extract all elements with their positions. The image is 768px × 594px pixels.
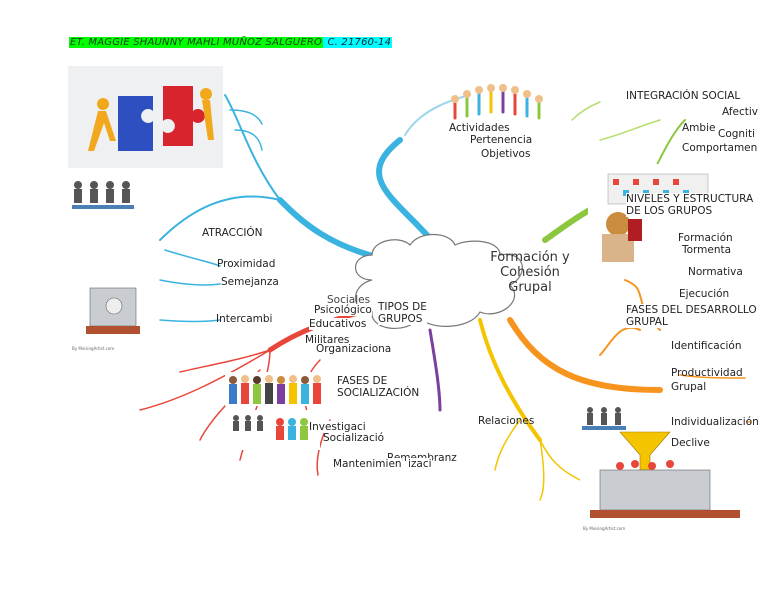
node-fases-des-line-1: FASES DEL DESARROLLO <box>626 304 757 316</box>
node-productividad: Productividad <box>671 367 743 379</box>
image-credit-right: By MvisingArtist.com <box>583 526 626 531</box>
node-sociales: Sociales <box>327 294 371 306</box>
node-actividades: Actividades <box>449 122 510 134</box>
node-normativa: Normativa <box>688 266 743 278</box>
node-cognitiva: Cogniti <box>718 128 756 140</box>
node-intercambio: Intercambi <box>216 313 273 325</box>
central-topic: Formación y Cohesión Grupal <box>480 250 580 295</box>
node-tipos-de-grupos: TIPOS DE GRUPOS <box>378 301 427 325</box>
branch-purple <box>428 328 442 412</box>
node-niveles-line-2: DE LOS GRUPOS <box>626 205 713 217</box>
node-niveles-line-1: NIVELES Y ESTRUCTURA <box>626 193 754 205</box>
node-semejanza: Semejanza <box>221 276 279 288</box>
node-integracion-social: INTEGRACIÓN SOCIAL <box>626 90 741 102</box>
branch-orange <box>507 317 663 393</box>
node-organizacional: Organizaciona <box>316 343 392 355</box>
node-tipos-line-2: GRUPOS <box>378 313 423 325</box>
node-fases-soc-line-1: FASES DE <box>337 375 388 387</box>
node-comportamental: Comportamen <box>682 142 758 154</box>
puzzle-figures-image <box>68 66 223 168</box>
node-formacion: Formación <box>678 232 733 244</box>
node-fases-socializacion: FASES DE SOCIALIZACIÓN <box>337 375 420 399</box>
node-productividad-grupal: Grupal <box>671 381 707 393</box>
node-declive: Declive <box>671 437 710 449</box>
central-topic-line-3: Grupal <box>508 280 552 295</box>
branch-yellow <box>478 318 542 442</box>
node-fases-soc-line-2: SOCIALIZACIÓN <box>337 387 420 399</box>
image-credit-left: By MvisingArtist.com <box>72 346 115 351</box>
central-topic-line-2: Cohesión <box>500 265 560 280</box>
node-educativos: Educativos <box>309 318 367 330</box>
crowd-image <box>225 372 327 406</box>
node-ejecucion: Ejecución <box>679 288 730 300</box>
node-niveles-estructura: NIVELES Y ESTRUCTURA DE LOS GRUPOS <box>626 193 754 217</box>
title-author: ET. MAGGIE SHAUNNY MAHLI MUÑOZ SALGUERO <box>69 37 324 48</box>
page-title: ET. MAGGIE SHAUNNY MAHLI MUÑOZ SALGUERO … <box>69 36 393 50</box>
node-tipos-line-1: TIPOS DE <box>378 301 427 313</box>
funnel-machine-image <box>580 400 746 528</box>
central-topic-line-1: Formación y <box>490 250 570 265</box>
puzzle-machine-image <box>86 268 140 338</box>
node-pertenencia: Pertenencia <box>470 134 533 146</box>
children-circle-image <box>451 84 543 120</box>
people-figures-image <box>228 410 320 450</box>
node-militares: Militares <box>305 334 350 346</box>
branch-top-cyan <box>376 137 443 253</box>
node-fases-des-line-2: GRUPAL <box>626 316 668 328</box>
node-individualizacion: Individualización <box>671 416 759 428</box>
node-mantenimiento: Mantenimien <box>333 458 402 470</box>
node-objetivos: Objetivos <box>481 148 531 160</box>
node-psicologico: Psicológico <box>314 304 372 316</box>
node-resocializacion: izaci <box>408 458 432 470</box>
node-identificacion: Identificación <box>671 340 742 352</box>
node-ambiental: Ambie <box>682 122 716 134</box>
node-socializacion: Socializació <box>323 432 385 444</box>
title-id: C. 21760-14 <box>323 37 393 48</box>
node-investigacion: Investigaci <box>309 421 366 433</box>
node-tormenta: Tormenta <box>682 244 732 256</box>
node-atraccion: ATRACCIÓN <box>202 227 263 239</box>
node-fases-desarrollo: FASES DEL DESARROLLO GRUPAL <box>626 304 757 328</box>
node-proximidad: Proximidad <box>217 258 276 270</box>
node-afectiva: Afectiv <box>722 106 758 118</box>
meeting-chairs-image <box>70 177 138 237</box>
node-relaciones: Relaciones <box>478 415 535 427</box>
